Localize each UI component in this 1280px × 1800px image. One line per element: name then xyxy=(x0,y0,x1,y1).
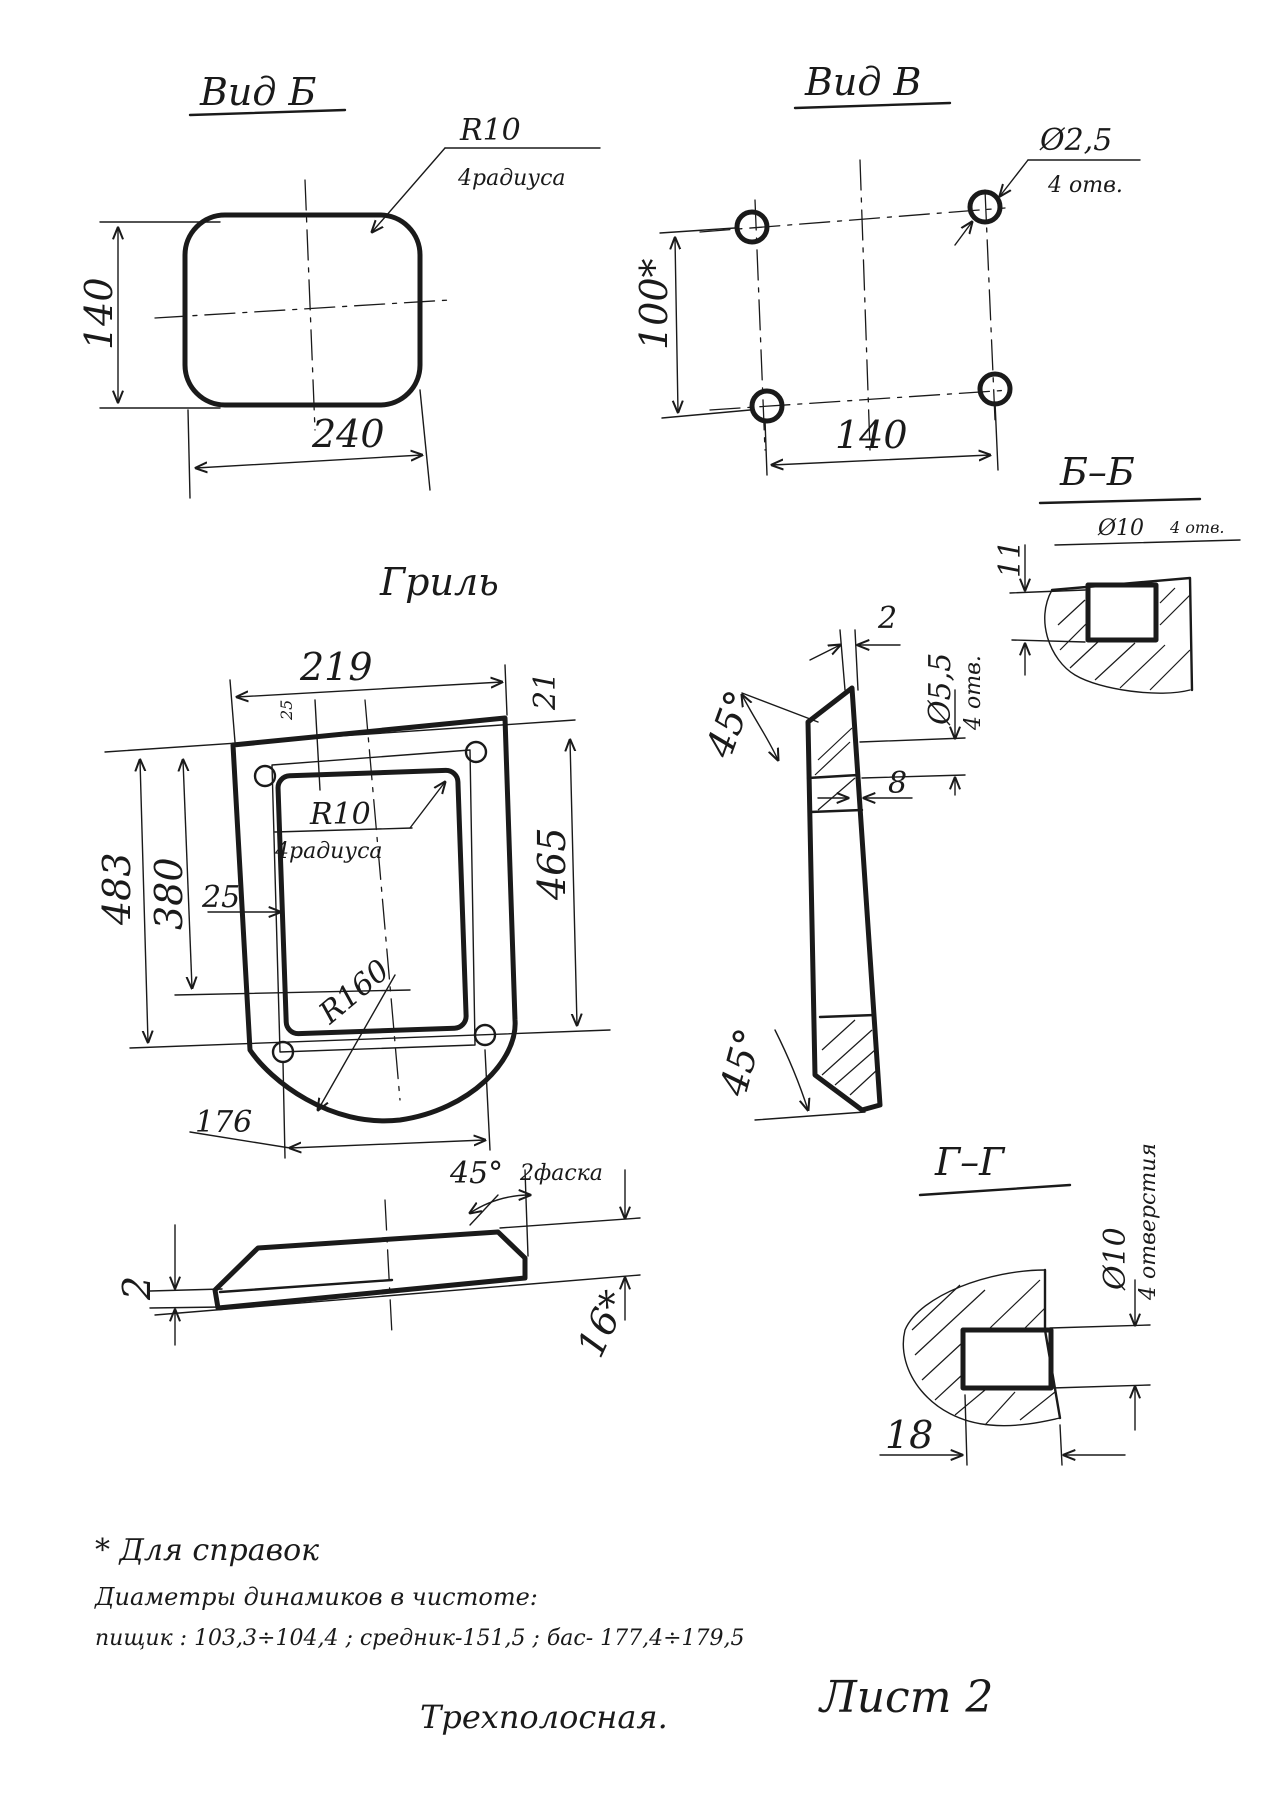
view-b-height: 140 xyxy=(77,277,121,350)
section-gg-hole: Ø10 xyxy=(1098,1227,1133,1291)
side-depth: 8 xyxy=(888,766,907,801)
view-b-width: 240 xyxy=(311,412,385,456)
view-b-title: Вид Б xyxy=(199,70,317,114)
grill-view: Гриль 219 21 25 R10 4радиуса 483 xyxy=(95,560,611,1159)
section-gg-hole-rect xyxy=(960,1327,1054,1391)
section-bb: Б–Б Ø10 4 отв. 11 xyxy=(993,450,1241,694)
section-gg: Г–Г Ø10 4 отверстия 18 xyxy=(879,1140,1161,1466)
section-bb-depth: 11 xyxy=(993,540,1028,578)
view-b-outline xyxy=(182,212,423,408)
side-thickness: 2 xyxy=(877,601,897,636)
view-b-radius-note: 4радиуса xyxy=(457,166,566,191)
bottom-total: 16* xyxy=(568,1284,636,1364)
hole-top-right xyxy=(967,189,1003,225)
note-line1: Диаметры динамиков в чистоте: xyxy=(94,1583,538,1611)
side-section-outline xyxy=(805,685,883,1113)
grill-radius-note: 4радиуса xyxy=(274,839,383,864)
view-v-height: 100* xyxy=(632,258,676,350)
grill-bottom-width: 176 xyxy=(195,1105,252,1140)
view-v-hole: Ø2,5 xyxy=(1039,123,1112,158)
bottom-profile: 2 16* 45° 2фаска xyxy=(115,1156,641,1364)
project-name: Трехполосная. xyxy=(420,1698,668,1736)
sheet-number: Лист 2 xyxy=(818,1672,993,1723)
grill-top-offset: 21 xyxy=(528,672,563,711)
side-hole: Ø5,5 xyxy=(923,653,958,726)
side-angle-bottom: 45° xyxy=(711,1024,771,1101)
hole-bottom-left xyxy=(749,388,785,424)
view-v-title: Вид В xyxy=(804,60,922,104)
note-line2: пищик : 103,3÷104,4 ; средник-151,5 ; ба… xyxy=(95,1626,745,1651)
bottom-chamfer-angle: 45° xyxy=(449,1156,503,1191)
view-v: Вид В Ø2,5 4 отв. 100* 140 xyxy=(632,60,1141,476)
side-section: 2 45° Ø5,5 4 отв. 8 45° xyxy=(697,601,986,1121)
view-b-radius: R10 xyxy=(459,113,521,148)
grill-small-offset: 25 xyxy=(277,700,296,721)
hole-top-left xyxy=(734,209,770,245)
grill-top-width: 219 xyxy=(299,645,373,689)
grill-right-height: 465 xyxy=(530,827,574,901)
section-bb-hole-note: 4 отв. xyxy=(1169,518,1224,537)
view-v-hole-note: 4 отв. xyxy=(1047,173,1123,198)
grill-total-height: 483 xyxy=(95,852,139,926)
grill-title: Гриль xyxy=(379,560,499,604)
section-gg-depth: 18 xyxy=(885,1413,933,1457)
bottom-chamfer-note: 2фаска xyxy=(519,1161,603,1186)
section-bb-hole: Ø10 xyxy=(1097,516,1144,541)
grill-radius: R10 xyxy=(309,797,371,832)
grill-side-offset: 25 xyxy=(201,880,240,915)
section-bb-hole-rect xyxy=(1085,582,1159,643)
section-gg-hole-note: 4 отверстия xyxy=(1136,1143,1161,1301)
section-gg-title: Г–Г xyxy=(934,1140,1006,1184)
grill-window xyxy=(275,767,469,1037)
grill-inner-height: 380 xyxy=(147,857,191,930)
grill-outline xyxy=(230,715,518,1124)
notes: * Для справок Диаметры динамиков в чисто… xyxy=(94,1533,993,1736)
bottom-thickness: 2 xyxy=(115,1276,159,1301)
view-b: Вид Б R10 4радиуса 140 240 xyxy=(77,70,601,499)
hole-bottom-right xyxy=(977,371,1013,407)
side-hole-note: 4 отв. xyxy=(961,655,986,731)
side-angle-top: 45° xyxy=(697,685,762,764)
section-bb-title: Б–Б xyxy=(1059,450,1135,494)
view-v-width: 140 xyxy=(835,413,908,457)
bottom-profile-outline xyxy=(212,1229,528,1311)
note-reference: * Для справок xyxy=(95,1533,319,1568)
